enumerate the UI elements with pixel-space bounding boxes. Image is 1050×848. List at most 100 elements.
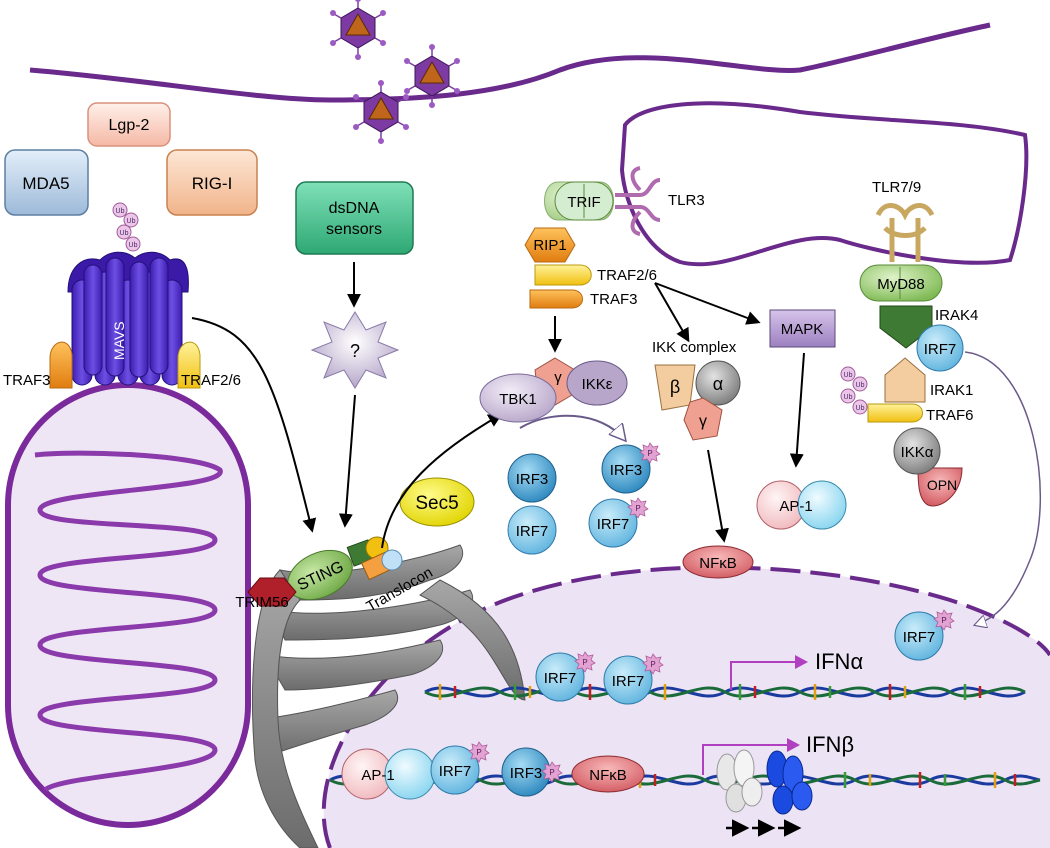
traf3-mito — [49, 341, 73, 389]
trif-label: TRIF — [567, 194, 600, 211]
sec5-protein: Sec5 — [399, 477, 475, 527]
svg-text:AP-1: AP-1 — [361, 767, 394, 784]
svg-text:IRF3: IRF3 — [610, 462, 643, 479]
mavs-label: MAVS — [111, 321, 127, 360]
ap1-cytoplasm: AP-1 — [756, 480, 847, 530]
traf26-mito — [177, 341, 201, 389]
arrow-ikk-nfkb — [707, 449, 729, 543]
ikka-protein: IKKα — [893, 427, 941, 475]
mda5-label: MDA5 — [22, 174, 69, 193]
svg-text:Ub: Ub — [844, 372, 853, 379]
svg-text:OPN: OPN — [927, 477, 957, 493]
arrow-mapk-ap1 — [789, 352, 805, 468]
svg-text:NFκB: NFκB — [699, 555, 737, 572]
svg-text:Ub: Ub — [856, 382, 865, 389]
svg-text:P: P — [647, 449, 652, 458]
nucleosome-white — [716, 749, 763, 813]
mitochondrion — [5, 382, 251, 828]
svg-text:γ: γ — [699, 413, 707, 430]
myd88-protein: MyD88 — [859, 264, 943, 302]
svg-text:β: β — [670, 377, 680, 397]
traf3-tlr3-label: TRAF3 — [590, 291, 638, 308]
traf3-tlr3 — [529, 289, 583, 309]
svg-text:IRF7: IRF7 — [903, 629, 936, 646]
traf3-mito-label: TRAF3 — [3, 372, 51, 389]
svg-text:MyD88: MyD88 — [877, 276, 925, 293]
ifnb-promoter-arrow — [702, 744, 787, 775]
trim56-label: TRIM56 — [235, 594, 288, 611]
sec5-label: Sec5 — [415, 493, 458, 514]
opn-protein: OPN — [917, 467, 963, 507]
ubiquitin-chain-traf6: Ub Ub Ub Ub — [840, 366, 868, 415]
svg-text:IRF7: IRF7 — [439, 763, 472, 780]
tlr3-receptor — [615, 166, 661, 236]
traf26-mito-label: TRAF2/6 — [181, 372, 241, 389]
trif-protein: TRIF — [544, 181, 614, 221]
lgp2-box: Lgp-2 — [87, 102, 171, 147]
svg-text:IRF7: IRF7 — [612, 673, 645, 690]
tbk1-complex: γ TBK1 IKKε — [479, 357, 628, 423]
irf3-phosphorylated: IRF3 P — [601, 442, 661, 494]
lgp2-label: Lgp-2 — [109, 117, 150, 134]
ifna-label: IFNα — [815, 649, 863, 674]
svg-text:Ub: Ub — [127, 218, 136, 225]
tbk1-gamma-label: γ — [554, 369, 562, 386]
svg-text:P: P — [941, 616, 946, 625]
tlr79-label: TLR7/9 — [872, 179, 921, 196]
ikke-label: IKKε — [582, 376, 613, 393]
ikk-complex: β α γ — [654, 360, 741, 441]
svg-text:Ub: Ub — [129, 242, 138, 249]
svg-text:Ub: Ub — [844, 394, 853, 401]
traf6-protein — [867, 403, 923, 423]
svg-text:IRF3: IRF3 — [510, 765, 543, 782]
irak1-label: IRAK1 — [930, 382, 973, 399]
arrow-traf-mapk — [654, 282, 761, 325]
unknown-label: ? — [350, 341, 360, 361]
svg-text:Ub: Ub — [120, 230, 129, 237]
rigi-label: RIG-I — [192, 174, 233, 193]
dna-ifna — [424, 684, 1026, 700]
dsdna-sensors-box: dsDNA sensors — [295, 181, 414, 255]
virus-particle-icon — [352, 79, 410, 145]
ifnb-label: IFNβ — [806, 732, 854, 757]
arrow-traf-ikk — [654, 282, 690, 343]
ikk-complex-label: IKK complex — [652, 339, 737, 356]
rip1-label: RIP1 — [533, 237, 566, 254]
svg-text:IRF7: IRF7 — [544, 670, 577, 687]
tlr3-label: TLR3 — [668, 192, 705, 209]
irak1-protein — [884, 357, 926, 403]
svg-text:Ub: Ub — [116, 208, 125, 215]
arrow-irf7-nucleus — [964, 351, 1042, 625]
tbk1-label: TBK1 — [499, 391, 537, 408]
svg-text:P: P — [582, 658, 587, 667]
enhanceosome: AP-1 IRF7 P IRF3 P NFκB — [341, 741, 645, 800]
tlr79-receptor — [875, 203, 935, 262]
svg-text:AP-1: AP-1 — [779, 498, 812, 515]
svg-text:IRF3: IRF3 — [516, 471, 549, 488]
dsdna-label-line1: dsDNA — [329, 200, 380, 217]
nfkb-cytoplasm: NFκB — [682, 545, 754, 579]
svg-text:NFκB: NFκB — [589, 767, 627, 784]
arrow-mavs-sting — [191, 317, 317, 533]
irf7-tlr79: IRF7 — [916, 324, 964, 372]
svg-text:IKKα: IKKα — [901, 444, 934, 461]
dsdna-label-line2: sensors — [326, 221, 382, 238]
endosome-membrane — [619, 101, 1029, 267]
plasma-membrane — [29, 22, 991, 103]
irf7-phosphorylated: IRF7 P — [588, 497, 649, 548]
svg-text:MAPK: MAPK — [781, 321, 824, 338]
arrow-unknown-sting — [338, 394, 356, 528]
arrow-irf-phosphorylation — [519, 414, 625, 440]
traf26-tlr3-label: TRAF2/6 — [597, 267, 657, 284]
translocon-complex — [346, 536, 403, 581]
svg-text:P: P — [650, 660, 655, 669]
svg-text:IRF7: IRF7 — [597, 516, 630, 533]
irf3-inactive: IRF3 — [507, 453, 557, 503]
virus-particle-icon — [329, 0, 387, 61]
arrow-sting-tbk1 — [381, 413, 503, 549]
svg-text:P: P — [549, 768, 554, 777]
svg-text:α: α — [713, 374, 723, 394]
svg-text:Ub: Ub — [856, 405, 865, 412]
